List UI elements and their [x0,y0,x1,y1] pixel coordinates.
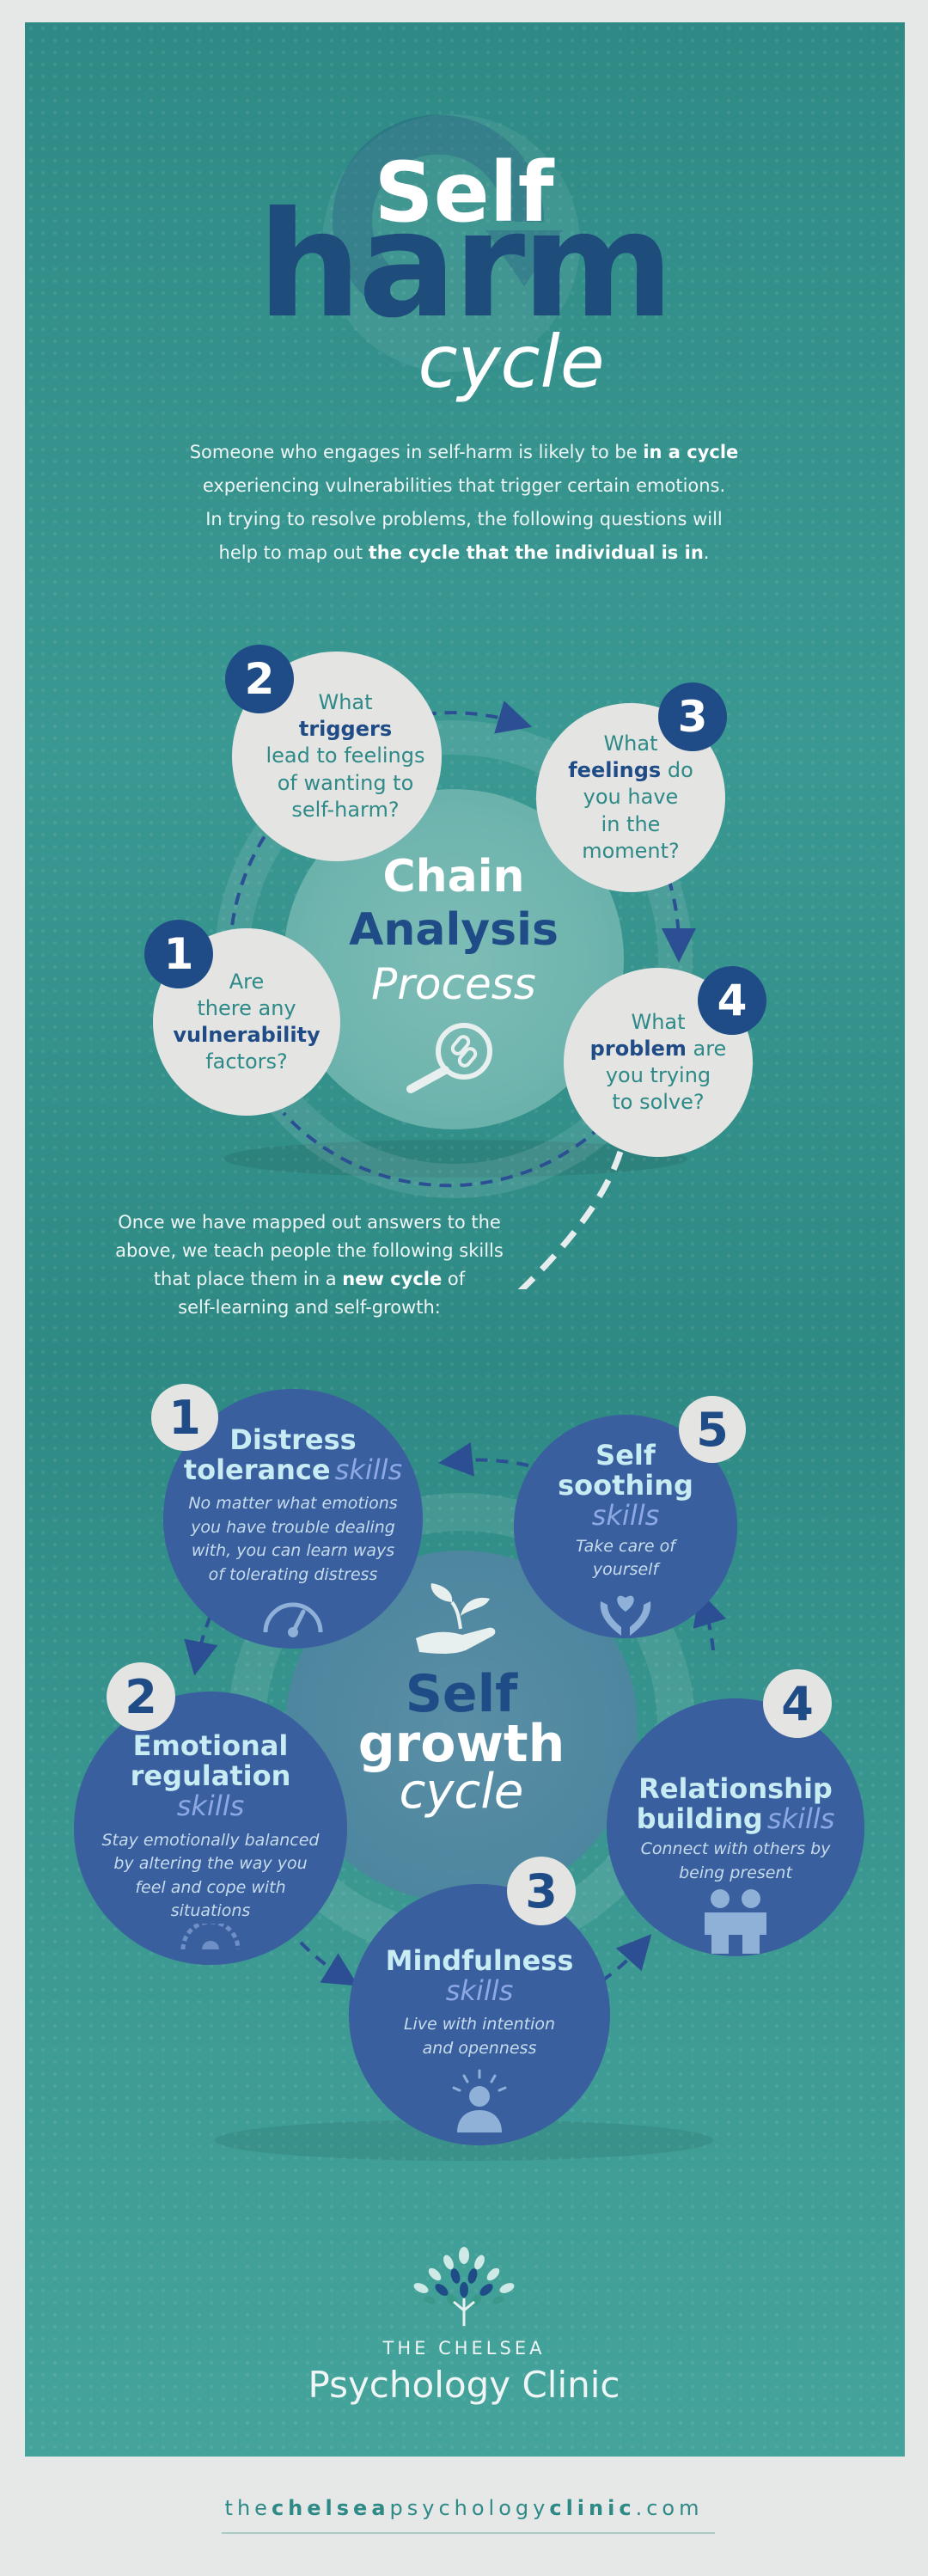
footer-divider [222,2532,715,2534]
heart-hands-icon [600,1595,651,1636]
transition-line-1: Once we have mapped out answers to the [118,1212,501,1233]
transition-line-3: that place them in a new cycle of [153,1269,466,1289]
chain-title-3: Process [371,959,536,1009]
chain-title-1: Chain [382,851,525,903]
intro-line-2: experiencing vulnerabilities that trigge… [202,475,726,496]
infographic-panel [25,22,905,2457]
transition-line-2: above, we teach people the following ski… [115,1240,504,1261]
title-harm: harm [257,181,675,351]
chain-title-2: Analysis [349,904,559,956]
plant-in-hand-icon [416,1583,496,1654]
intro-line-3: In trying to resolve problems, the follo… [205,509,723,529]
growth-title-2: growth [357,1714,565,1774]
chain-step-4-number: 4 [698,966,766,1035]
chain-step-2-number: 2 [225,645,294,713]
gauge-icon [263,1602,323,1637]
cycle-arrow-emblem [322,114,580,372]
skill-2-number: 2 [107,1662,175,1731]
magnifier-chain-icon [406,1023,492,1093]
skill-3-number: 3 [507,1857,576,1925]
title-cycle: cycle [418,320,605,404]
skill-1-number: 1 [151,1384,218,1451]
tree-logo-icon [413,2247,515,2326]
intro-line-1: Someone who engages in self-harm is like… [189,442,739,462]
skill-emotional-regulation: Emotional regulation skills Stay emotion… [74,1692,347,1965]
skill-5-number: 5 [679,1396,746,1463]
chain-step-1-number: 1 [144,920,213,988]
title-self: Self [374,144,554,241]
brand-line-2: Psychology Clinic [308,2364,620,2406]
footer-url[interactable]: thechelseapsychologyclinic.com [224,2496,704,2520]
skill-4-number: 4 [763,1669,832,1738]
intro-line-4: help to map out the cycle that the indiv… [218,542,710,563]
two-people-icon [705,1889,766,1955]
transition-line-4: self-learning and self-growth: [178,1297,441,1318]
growth-title-3: cycle [399,1764,524,1820]
person-glow-icon [452,2069,507,2133]
growth-title-1: Self [405,1664,518,1724]
gauge-icon-2 [180,1919,241,1958]
brand-line-1: THE CHELSEA [382,2338,546,2359]
chain-step-3-number: 3 [658,682,727,751]
skill-relationship-building: Relationship building skills Connect wit… [607,1698,864,1956]
